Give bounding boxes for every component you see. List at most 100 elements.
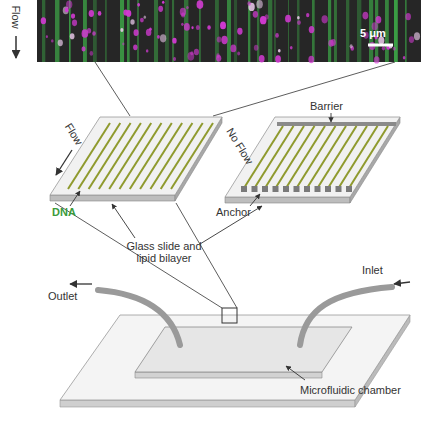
dna-stripe xyxy=(215,0,219,62)
protein-spot xyxy=(187,52,194,61)
protein-spot xyxy=(146,49,149,52)
anchor xyxy=(283,186,289,192)
pointer-arrow xyxy=(70,191,80,206)
dna-stripe xyxy=(274,0,276,62)
dna-strand xyxy=(120,123,162,189)
protein-spot xyxy=(65,8,69,13)
anchor xyxy=(346,186,352,192)
dna-stripe xyxy=(120,0,124,62)
protein-spot xyxy=(405,13,411,20)
protein-spot xyxy=(58,39,63,46)
dna-stripe xyxy=(268,0,272,62)
protein-spot xyxy=(191,26,193,29)
protein-spot xyxy=(253,11,258,18)
dna-strand xyxy=(150,123,192,189)
slide-edge xyxy=(50,195,175,201)
protein-spot xyxy=(63,6,69,14)
dna-stripe xyxy=(346,0,349,62)
dna-stripe xyxy=(288,0,289,62)
protein-spot xyxy=(403,56,406,59)
dna-stripe xyxy=(227,0,231,62)
dna-stripe xyxy=(257,0,259,62)
zoom-box xyxy=(222,308,237,323)
protein-spot xyxy=(265,14,269,19)
glass-slide-label: Glass slide and lipid bilayer xyxy=(122,240,206,264)
protein-spot xyxy=(41,17,46,24)
protein-spot xyxy=(160,34,166,42)
flow-label: Flow xyxy=(10,1,22,33)
pointer-arrow xyxy=(200,206,262,244)
dna-strand xyxy=(265,126,304,188)
protein-spot xyxy=(259,55,265,63)
zoom-line xyxy=(95,62,130,116)
dna-strands xyxy=(241,126,388,192)
protein-spot xyxy=(144,16,146,19)
dna-label: DNA xyxy=(52,206,86,218)
pointer-arrow xyxy=(331,113,332,122)
dna-strand xyxy=(161,123,203,189)
outlet-tube xyxy=(98,290,180,345)
dna-stripe xyxy=(55,0,59,62)
protein-spot xyxy=(149,27,152,30)
protein-spot xyxy=(362,12,368,20)
protein-spot xyxy=(70,33,75,39)
protein-spot xyxy=(87,28,91,33)
zoom-line xyxy=(55,203,222,308)
protein-spot xyxy=(376,16,382,23)
chamber xyxy=(135,327,352,372)
inlet-label: Inlet xyxy=(362,264,402,276)
dna-strand xyxy=(349,126,388,188)
anchor xyxy=(273,186,279,192)
dna-stripe xyxy=(93,0,97,62)
anchor xyxy=(252,186,258,192)
microscopy-image xyxy=(37,0,421,64)
protein-spot xyxy=(89,10,94,17)
protein-spot xyxy=(197,0,204,9)
protein-spot xyxy=(237,52,240,56)
zoom-line xyxy=(213,62,395,116)
protein-spot xyxy=(157,35,160,39)
protein-spot xyxy=(134,29,139,36)
dna-stripe xyxy=(69,0,71,62)
dna-strands xyxy=(68,123,213,189)
protein-spot xyxy=(194,49,199,56)
image-background xyxy=(37,0,421,62)
protein-spot xyxy=(98,11,102,16)
protein-spot xyxy=(237,28,242,35)
protein-spot xyxy=(230,45,236,53)
anchor xyxy=(325,186,331,192)
protein-spot xyxy=(137,3,140,7)
flow-arrow xyxy=(15,36,17,58)
protein-spot xyxy=(122,43,124,46)
protein-spot xyxy=(172,38,176,44)
protein-spot xyxy=(123,9,128,15)
protein-spot xyxy=(393,47,396,51)
protein-spot xyxy=(350,44,353,48)
anchor xyxy=(241,186,247,192)
dna-stripe xyxy=(328,0,331,62)
protein-spot xyxy=(221,36,227,44)
dna-strand xyxy=(307,126,346,188)
protein-spot xyxy=(71,13,75,18)
protein-spot xyxy=(414,32,420,40)
inlet-arrow xyxy=(394,282,410,284)
dna-stripe xyxy=(297,0,299,62)
barrier-label: Barrier xyxy=(310,100,360,112)
protein-spot xyxy=(216,55,221,62)
pointer-arrow xyxy=(286,366,305,380)
dna-strand xyxy=(89,123,131,189)
dna-strand xyxy=(99,123,141,189)
dna-stripe xyxy=(234,0,237,62)
protein-spot xyxy=(120,28,123,32)
dna-stripe xyxy=(199,0,201,62)
protein-spot xyxy=(46,35,48,38)
no-flow-label: No Flow xyxy=(222,122,259,171)
dna-stripe xyxy=(172,0,174,62)
dna-strand xyxy=(78,123,120,189)
scale-bar-label: 5 μm xyxy=(360,27,400,39)
protein-spot xyxy=(297,16,300,19)
pointer-arrow xyxy=(250,194,260,206)
protein-spot xyxy=(51,39,54,42)
protein-spot xyxy=(256,0,263,8)
protein-spot xyxy=(173,57,176,61)
